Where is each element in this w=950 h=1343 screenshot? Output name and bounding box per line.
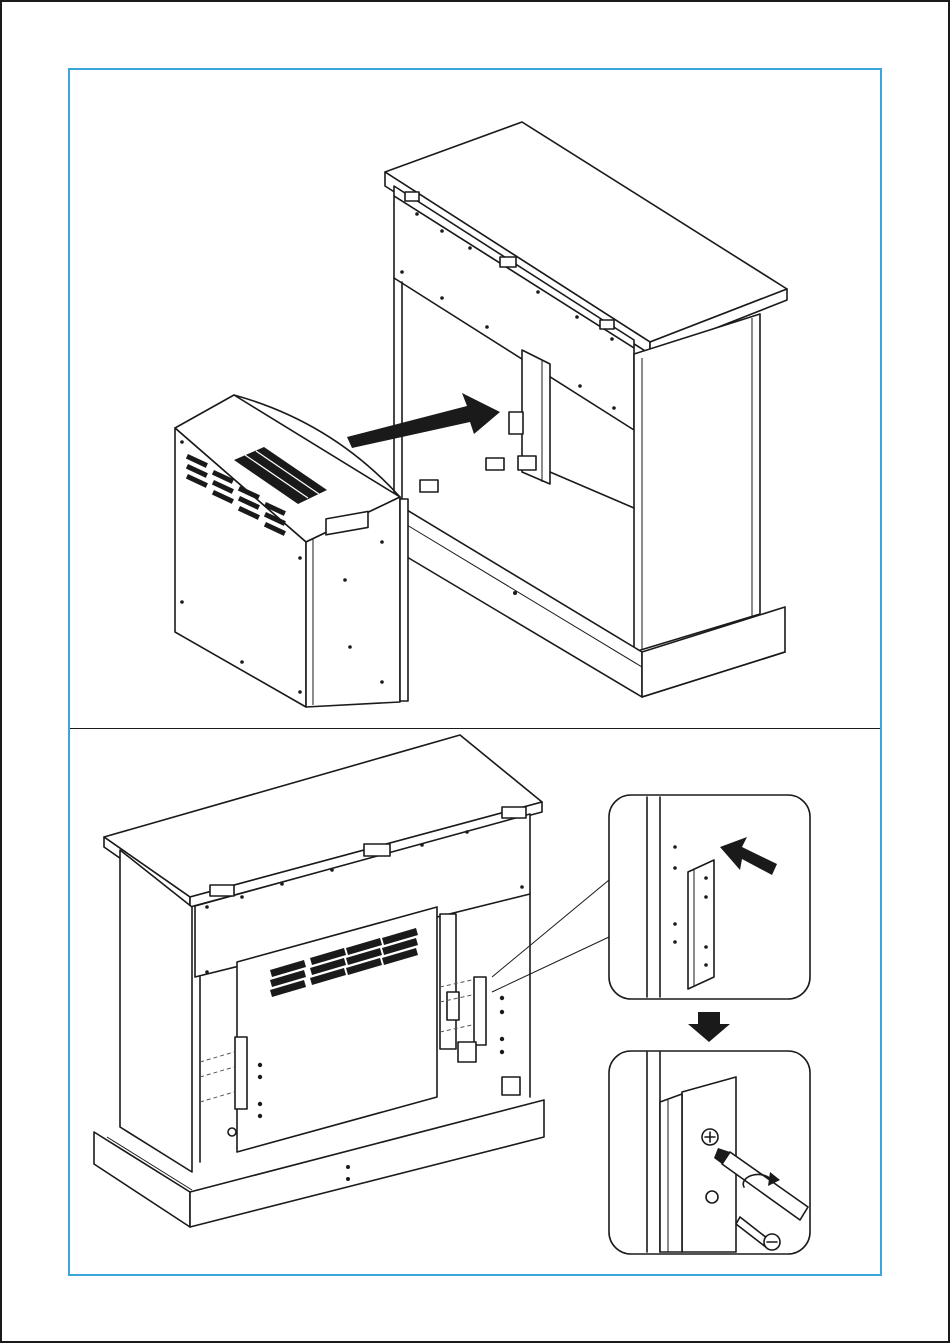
next-step-arrow	[688, 1012, 730, 1042]
installed-fireplace	[94, 735, 544, 1227]
bracket-alignment-detail	[609, 795, 810, 999]
screw-fastening-detail	[609, 1051, 810, 1254]
detail-leader-line	[492, 937, 609, 992]
